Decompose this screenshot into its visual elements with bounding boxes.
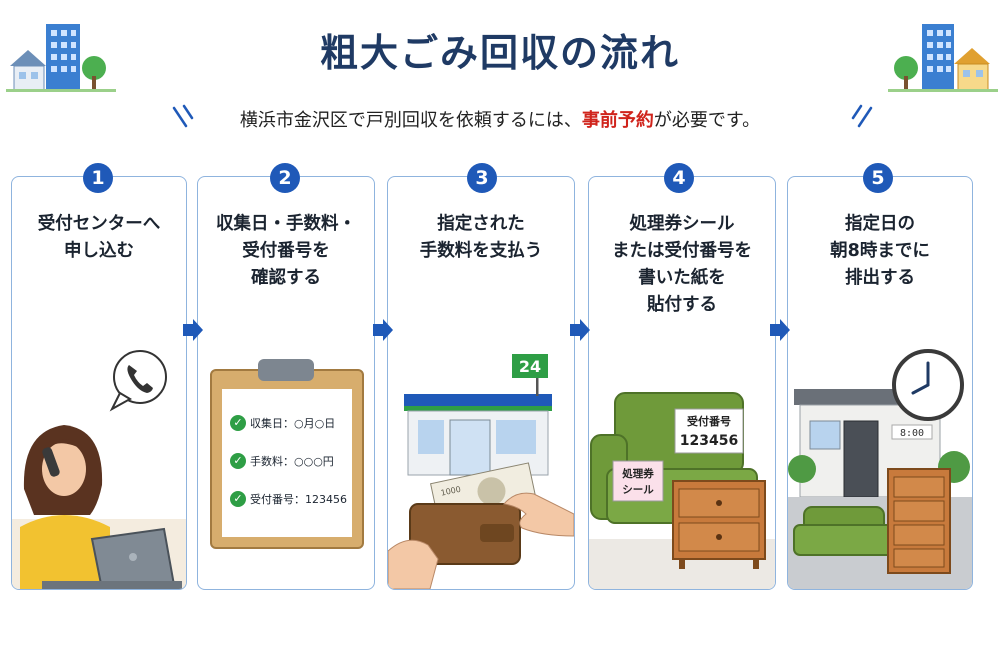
- receipt-sticker-number: 123456: [680, 433, 738, 449]
- check-icon: ✓: [230, 491, 246, 507]
- step-5-line: 排出する: [845, 268, 915, 288]
- step-3-line: 手数料を支払う: [419, 241, 543, 261]
- emphasis-strokes-left: [172, 104, 194, 128]
- step-5-line: 朝8時までに: [830, 241, 930, 261]
- convenience-store-payment-illustration: 24 1000: [388, 354, 574, 589]
- page-title: 粗大ごみ回収の流れ: [319, 31, 680, 75]
- receipt-sticker-label: 受付番号: [687, 414, 731, 428]
- checklist-item-text: 収集日：○月○日: [250, 417, 336, 430]
- checklist-item: ✓ 収集日：○月○日: [230, 415, 335, 431]
- step-1-card: 受付センターへ 申し込む: [11, 176, 187, 590]
- check-icon: ✓: [230, 453, 246, 469]
- step-4-line: 書いた紙を: [638, 268, 726, 288]
- arrow-right-icon: [770, 319, 790, 341]
- clipboard-illustration: ✓ 収集日：○月○日 ✓ 手数料：○○○円 ✓ 受付番号：123456: [210, 359, 364, 549]
- subtitle-text-before: 横浜市金沢区で戸別回収を依頼するには、: [239, 110, 582, 131]
- step-2-line: 受付番号を: [242, 241, 330, 261]
- checklist-item-text: 手数料：○○○円: [250, 455, 334, 468]
- check-icon: ✓: [230, 415, 246, 431]
- house-collection-illustration: 8:00: [788, 349, 972, 589]
- step-4-card: 処理券シール または受付番号を 書いた紙を 貼付する 受付番号 123456 処…: [588, 176, 776, 590]
- checklist-item-text: 受付番号：123456: [250, 493, 347, 506]
- step-5-line: 指定日の: [845, 214, 915, 234]
- arrow-right-icon: [570, 319, 590, 341]
- step-3-card: 指定された 手数料を支払う 24 1000: [387, 176, 575, 590]
- step-1-line: 申し込む: [64, 241, 134, 261]
- step-2-line: 確認する: [251, 268, 321, 288]
- ticket-sticker-line: シール: [622, 484, 654, 496]
- store-sign-number: 24: [519, 357, 541, 376]
- step-5-badge: 5: [863, 163, 893, 193]
- step-2-card: 収集日・手数料・ 受付番号を 確認する ✓ 収集日：○月○日 ✓ 手数料：○○○…: [197, 176, 375, 590]
- step-3-line: 指定された: [437, 214, 525, 234]
- step-5-card: 指定日の 朝8時までに 排出する 8:00: [787, 176, 973, 590]
- emphasis-strokes-right: [851, 104, 873, 128]
- step-5-text: 指定日の 朝8時までに 排出する: [788, 211, 972, 292]
- step-2-badge: 2: [270, 163, 300, 193]
- sofa-and-dresser-illustration: 受付番号 123456 処理券 シール: [589, 392, 775, 589]
- subtitle-text-after: が必要です。: [653, 110, 761, 131]
- step-4-badge: 4: [664, 163, 694, 193]
- clipboard-paper: ✓ 収集日：○月○日 ✓ 手数料：○○○円 ✓ 受付番号：123456: [222, 389, 352, 537]
- clipboard-clip: [258, 359, 314, 381]
- phone-call-illustration: [12, 350, 186, 589]
- step-1-badge: 1: [83, 163, 113, 193]
- step-3-text: 指定された 手数料を支払う: [388, 211, 574, 265]
- step-4-line: 貼付する: [647, 295, 717, 315]
- step-2-line: 収集日・手数料・: [216, 214, 356, 234]
- house-display-time: 8:00: [900, 428, 924, 439]
- step-4-text: 処理券シール または受付番号を 書いた紙を 貼付する: [589, 211, 775, 319]
- step-4-line: または受付番号を: [612, 241, 752, 261]
- arrow-right-icon: [183, 319, 203, 341]
- buildings-illustration-right: [888, 24, 998, 92]
- step-3-badge: 3: [467, 163, 497, 193]
- checklist-item: ✓ 受付番号：123456: [230, 491, 347, 507]
- arrow-right-icon: [373, 319, 393, 341]
- banknote-number: 1000: [440, 485, 462, 498]
- subtitle: 横浜市金沢区で戸別回収を依頼するには、事前予約が必要です。: [0, 106, 1000, 132]
- step-1-line: 受付センターへ: [37, 214, 161, 234]
- step-1-text: 受付センターへ 申し込む: [12, 211, 186, 265]
- subtitle-emphasis: 事前予約: [581, 110, 654, 131]
- ticket-sticker-line: 処理券: [621, 467, 654, 480]
- phone-icon: [127, 365, 153, 393]
- checklist-item: ✓ 手数料：○○○円: [230, 453, 334, 469]
- step-2-text: 収集日・手数料・ 受付番号を 確認する: [198, 211, 374, 292]
- step-4-line: 処理券シール: [629, 214, 735, 234]
- buildings-illustration-left: [6, 24, 116, 92]
